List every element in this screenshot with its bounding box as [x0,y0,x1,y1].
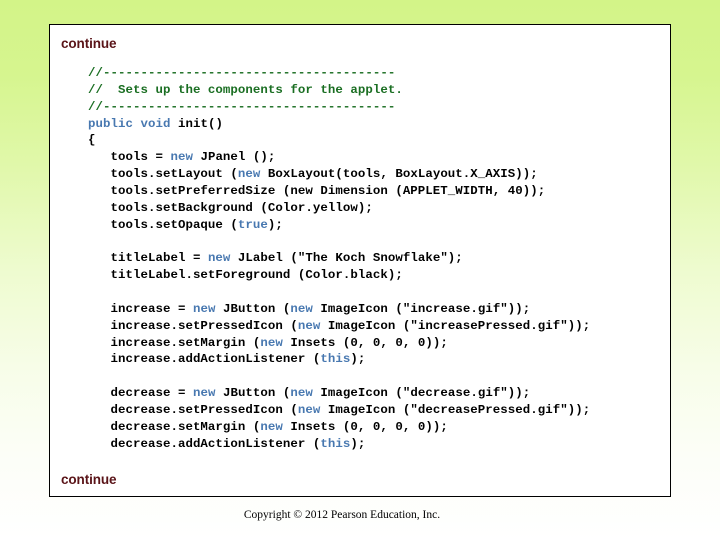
code-line: titleLabel.setForeground (Color.black); [88,267,668,284]
code-token-code: decrease.addActionListener ( [88,436,321,451]
code-token-code: increase.setMargin ( [88,335,261,350]
code-line: public void init() [88,116,668,133]
code-line: // Sets up the components for the applet… [88,82,668,99]
code-token-code: tools.setPreferredSize (new Dimension (A… [88,183,546,198]
code-token-keyword: new [290,301,313,316]
code-token-code [88,369,96,383]
code-token-code [88,234,96,248]
code-line: increase.addActionListener (this); [88,351,668,368]
code-token-code: JLabel ("The Koch Snowflake"); [230,251,463,266]
continue-label-top: continue [61,36,117,51]
code-token-code: ImageIcon ("increase.gif")); [312,301,531,316]
code-token-code [88,285,96,299]
code-token-code: titleLabel = [88,251,208,266]
code-token-keyword: new [192,301,216,316]
code-token-code: decrease = [88,386,193,401]
code-token-keyword: new [260,419,283,434]
code-line: tools = new JPanel (); [88,149,668,166]
code-token-code: increase.setPressedIcon ( [88,318,298,333]
code-token-code: ); [267,217,283,232]
copyright-footer: Copyright © 2012 Pearson Education, Inc. [243,509,441,521]
code-token-keyword: new [260,335,283,350]
code-line: tools.setOpaque (true); [88,217,668,234]
code-token-code: decrease.setPressedIcon ( [88,402,298,417]
code-token-keyword: new [207,251,231,266]
code-token-code: decrease.setMargin ( [88,419,261,434]
code-token-code: ); [350,352,366,367]
code-token-code: Insets (0, 0, 0, 0)); [282,335,448,350]
code-line: decrease.addActionListener (this); [88,436,668,453]
code-token-keyword: new [170,150,193,165]
code-line: tools.setBackground (Color.yellow); [88,200,668,217]
code-line: increase.setPressedIcon (new ImageIcon (… [88,318,668,335]
code-token-keyword: new [237,167,261,182]
code-token-code: tools = [88,150,171,165]
java-code-listing: //--------------------------------------… [88,65,668,452]
code-line: titleLabel = new JLabel ("The Koch Snowf… [88,250,668,267]
code-token-comment: //--------------------------------------… [88,66,396,80]
code-token-keyword: new [297,402,321,417]
code-line: increase = new JButton (new ImageIcon ("… [88,301,668,318]
code-line: //--------------------------------------… [88,99,668,116]
code-line: { [88,132,668,149]
code-token-keyword: new [192,386,216,401]
code-token-code: { [88,133,96,148]
code-line [88,368,668,385]
code-token-keyword: true [237,217,268,232]
code-line: decrease = new JButton (new ImageIcon ("… [88,385,668,402]
code-line: tools.setPreferredSize (new Dimension (A… [88,183,668,200]
code-line: tools.setLayout (new BoxLayout(tools, Bo… [88,166,668,183]
code-token-keyword: void [140,116,171,131]
code-token-code: tools.setLayout ( [88,167,238,182]
code-token-code: ImageIcon ("decrease.gif")); [312,386,531,401]
code-line: decrease.setPressedIcon (new ImageIcon (… [88,402,668,419]
code-token-code: BoxLayout(tools, BoxLayout.X_AXIS)); [260,167,538,182]
code-token-code: init() [170,116,223,131]
code-token-keyword: public [88,116,133,131]
code-token-code: titleLabel.setForeground (Color.black); [88,268,403,283]
code-token-code: tools.setOpaque ( [88,217,238,232]
code-line [88,284,668,301]
code-token-comment: //--------------------------------------… [88,99,396,114]
code-token-keyword: this [320,352,351,367]
code-line: decrease.setMargin (new Insets (0, 0, 0,… [88,419,668,436]
code-line [88,233,668,250]
code-token-code: ImageIcon ("increasePressed.gif")); [320,318,591,333]
continue-label-bottom: continue [61,472,117,487]
code-line: increase.setMargin (new Insets (0, 0, 0,… [88,335,668,352]
code-token-code: JButton ( [215,301,291,316]
code-token-code: ); [350,436,366,451]
code-token-code: increase.addActionListener ( [88,352,321,367]
code-token-code: JPanel (); [192,150,276,165]
code-token-code: Insets (0, 0, 0, 0)); [282,419,448,434]
code-token-keyword: this [320,436,351,451]
code-token-comment: // Sets up the components for the applet… [88,82,403,97]
code-token-code: tools.setBackground (Color.yellow); [88,200,373,215]
code-token-code: JButton ( [215,386,291,401]
code-token-code: increase = [88,301,193,316]
code-line: //--------------------------------------… [88,65,668,82]
code-token-keyword: new [297,318,321,333]
slide-content-box: continue //-----------------------------… [49,24,671,497]
code-token-code: ImageIcon ("decreasePressed.gif")); [320,402,591,417]
code-token-keyword: new [290,386,313,401]
